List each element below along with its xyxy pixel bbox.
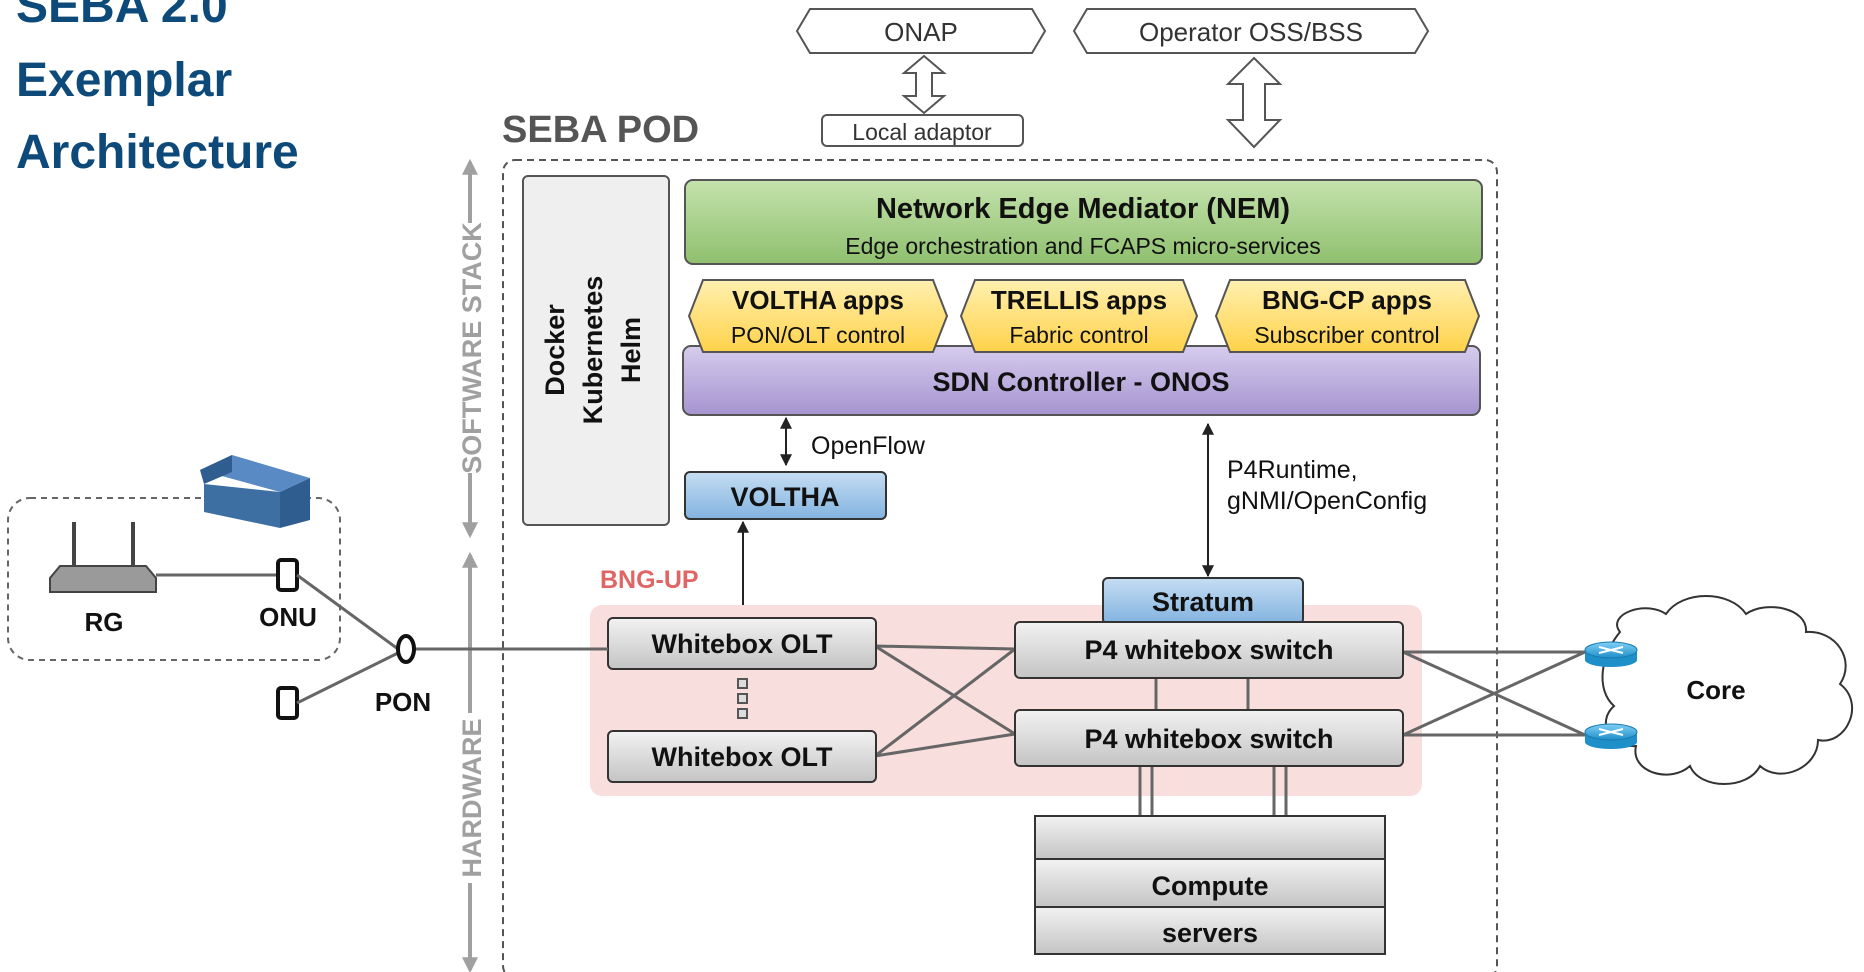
p4runtime-label-1: P4Runtime, [1227, 456, 1358, 484]
compute-servers: Compute servers [1034, 815, 1386, 955]
bng-cp-apps-box: BNG-CP apps Subscriber control [1214, 279, 1481, 353]
fabric-links [874, 644, 1586, 815]
helm-label: Helm [616, 317, 646, 383]
voltha-apps-subtitle: PON/OLT control [731, 322, 905, 348]
kubernetes-label: Kubernetes [578, 276, 608, 425]
title-line-3: Architecture [16, 126, 299, 179]
stratum-box: Stratum [1102, 577, 1304, 625]
pon-label: PON [375, 687, 431, 717]
trellis-apps-title: TRELLIS apps [991, 285, 1167, 315]
olt-top-label: Whitebox OLT [652, 629, 833, 659]
title-line-2: Exemplar [16, 54, 232, 107]
sdn-controller-box: SDN Controller - ONOS [682, 345, 1481, 416]
onu-icon [276, 686, 299, 720]
pon-links [296, 573, 608, 705]
core-label: Core [1686, 675, 1745, 705]
sdn-controller-label: SDN Controller - ONOS [932, 367, 1229, 397]
router-icon [1584, 641, 1638, 667]
servers-label: servers [1162, 918, 1258, 948]
p4runtime-label-2: gNMI/OpenConfig [1227, 487, 1427, 515]
home-boundary [7, 497, 341, 661]
voltha-apps-box: VOLTHA apps PON/OLT control [687, 279, 949, 353]
p4-switch-bottom: P4 whitebox switch [1014, 709, 1404, 767]
oss-double-arrow [1225, 56, 1283, 149]
platform-box: Docker Kubernetes Helm [522, 175, 670, 526]
onu-icon [276, 558, 299, 592]
seba-pod-label: SEBA POD [502, 109, 699, 151]
title-line-1: SEBA 2.0 [16, 0, 228, 33]
bng-cp-apps-title: BNG-CP apps [1262, 285, 1432, 315]
operator-oss-bss-box: Operator OSS/BSS [1072, 8, 1430, 54]
compute-label: Compute [1152, 871, 1269, 901]
voltha-label: VOLTHA [731, 482, 840, 512]
local-adaptor-label: Local adaptor [852, 119, 992, 145]
nem-title: Network Edge Mediator (NEM) [876, 193, 1290, 225]
whitebox-olt-top: Whitebox OLT [607, 617, 877, 670]
bng-up-label: BNG-UP [600, 566, 699, 594]
seba-pod-boundary [502, 159, 1498, 972]
nem-box: Network Edge Mediator (NEM) Edge orchest… [684, 179, 1483, 265]
onap-double-arrow [901, 54, 947, 115]
onap-label: ONAP [884, 17, 958, 47]
house-icon [200, 455, 310, 528]
onu-label: ONU [259, 602, 317, 632]
olt-bottom-label: Whitebox OLT [652, 742, 833, 772]
hardware-label: HARDWARE [457, 719, 487, 878]
voltha-apps-title: VOLTHA apps [732, 285, 904, 315]
pon-splitter-icon [396, 634, 416, 664]
whitebox-olt-bottom: Whitebox OLT [607, 730, 877, 783]
software-stack-label: SOFTWARE STACK [457, 222, 487, 474]
operator-label: Operator OSS/BSS [1139, 17, 1363, 47]
rg-router-icon [49, 522, 157, 593]
p4-switch-top-label: P4 whitebox switch [1084, 635, 1333, 665]
page-title: SEBA 2.0 Exemplar Architecture [16, 0, 299, 179]
onap-box: ONAP [795, 8, 1047, 54]
trellis-apps-box: TRELLIS apps Fabric control [959, 279, 1199, 353]
trellis-apps-subtitle: Fabric control [1009, 322, 1148, 348]
olt-ellipsis-dots [737, 678, 748, 719]
core-cloud: Core [1601, 595, 1853, 785]
docker-label: Docker [540, 304, 570, 396]
bng-cp-apps-subtitle: Subscriber control [1254, 322, 1439, 348]
p4-switch-bottom-label: P4 whitebox switch [1084, 724, 1333, 754]
p4-switch-top: P4 whitebox switch [1014, 621, 1404, 679]
rg-label: RG [85, 607, 124, 637]
side-axis: SOFTWARE STACK HARDWARE [455, 158, 487, 972]
nem-subtitle: Edge orchestration and FCAPS micro-servi… [845, 233, 1321, 259]
openflow-label: OpenFlow [811, 432, 926, 460]
local-adaptor-box: Local adaptor [821, 114, 1024, 147]
router-icon [1584, 723, 1638, 749]
voltha-box: VOLTHA [684, 471, 887, 520]
stratum-label: Stratum [1152, 587, 1254, 617]
